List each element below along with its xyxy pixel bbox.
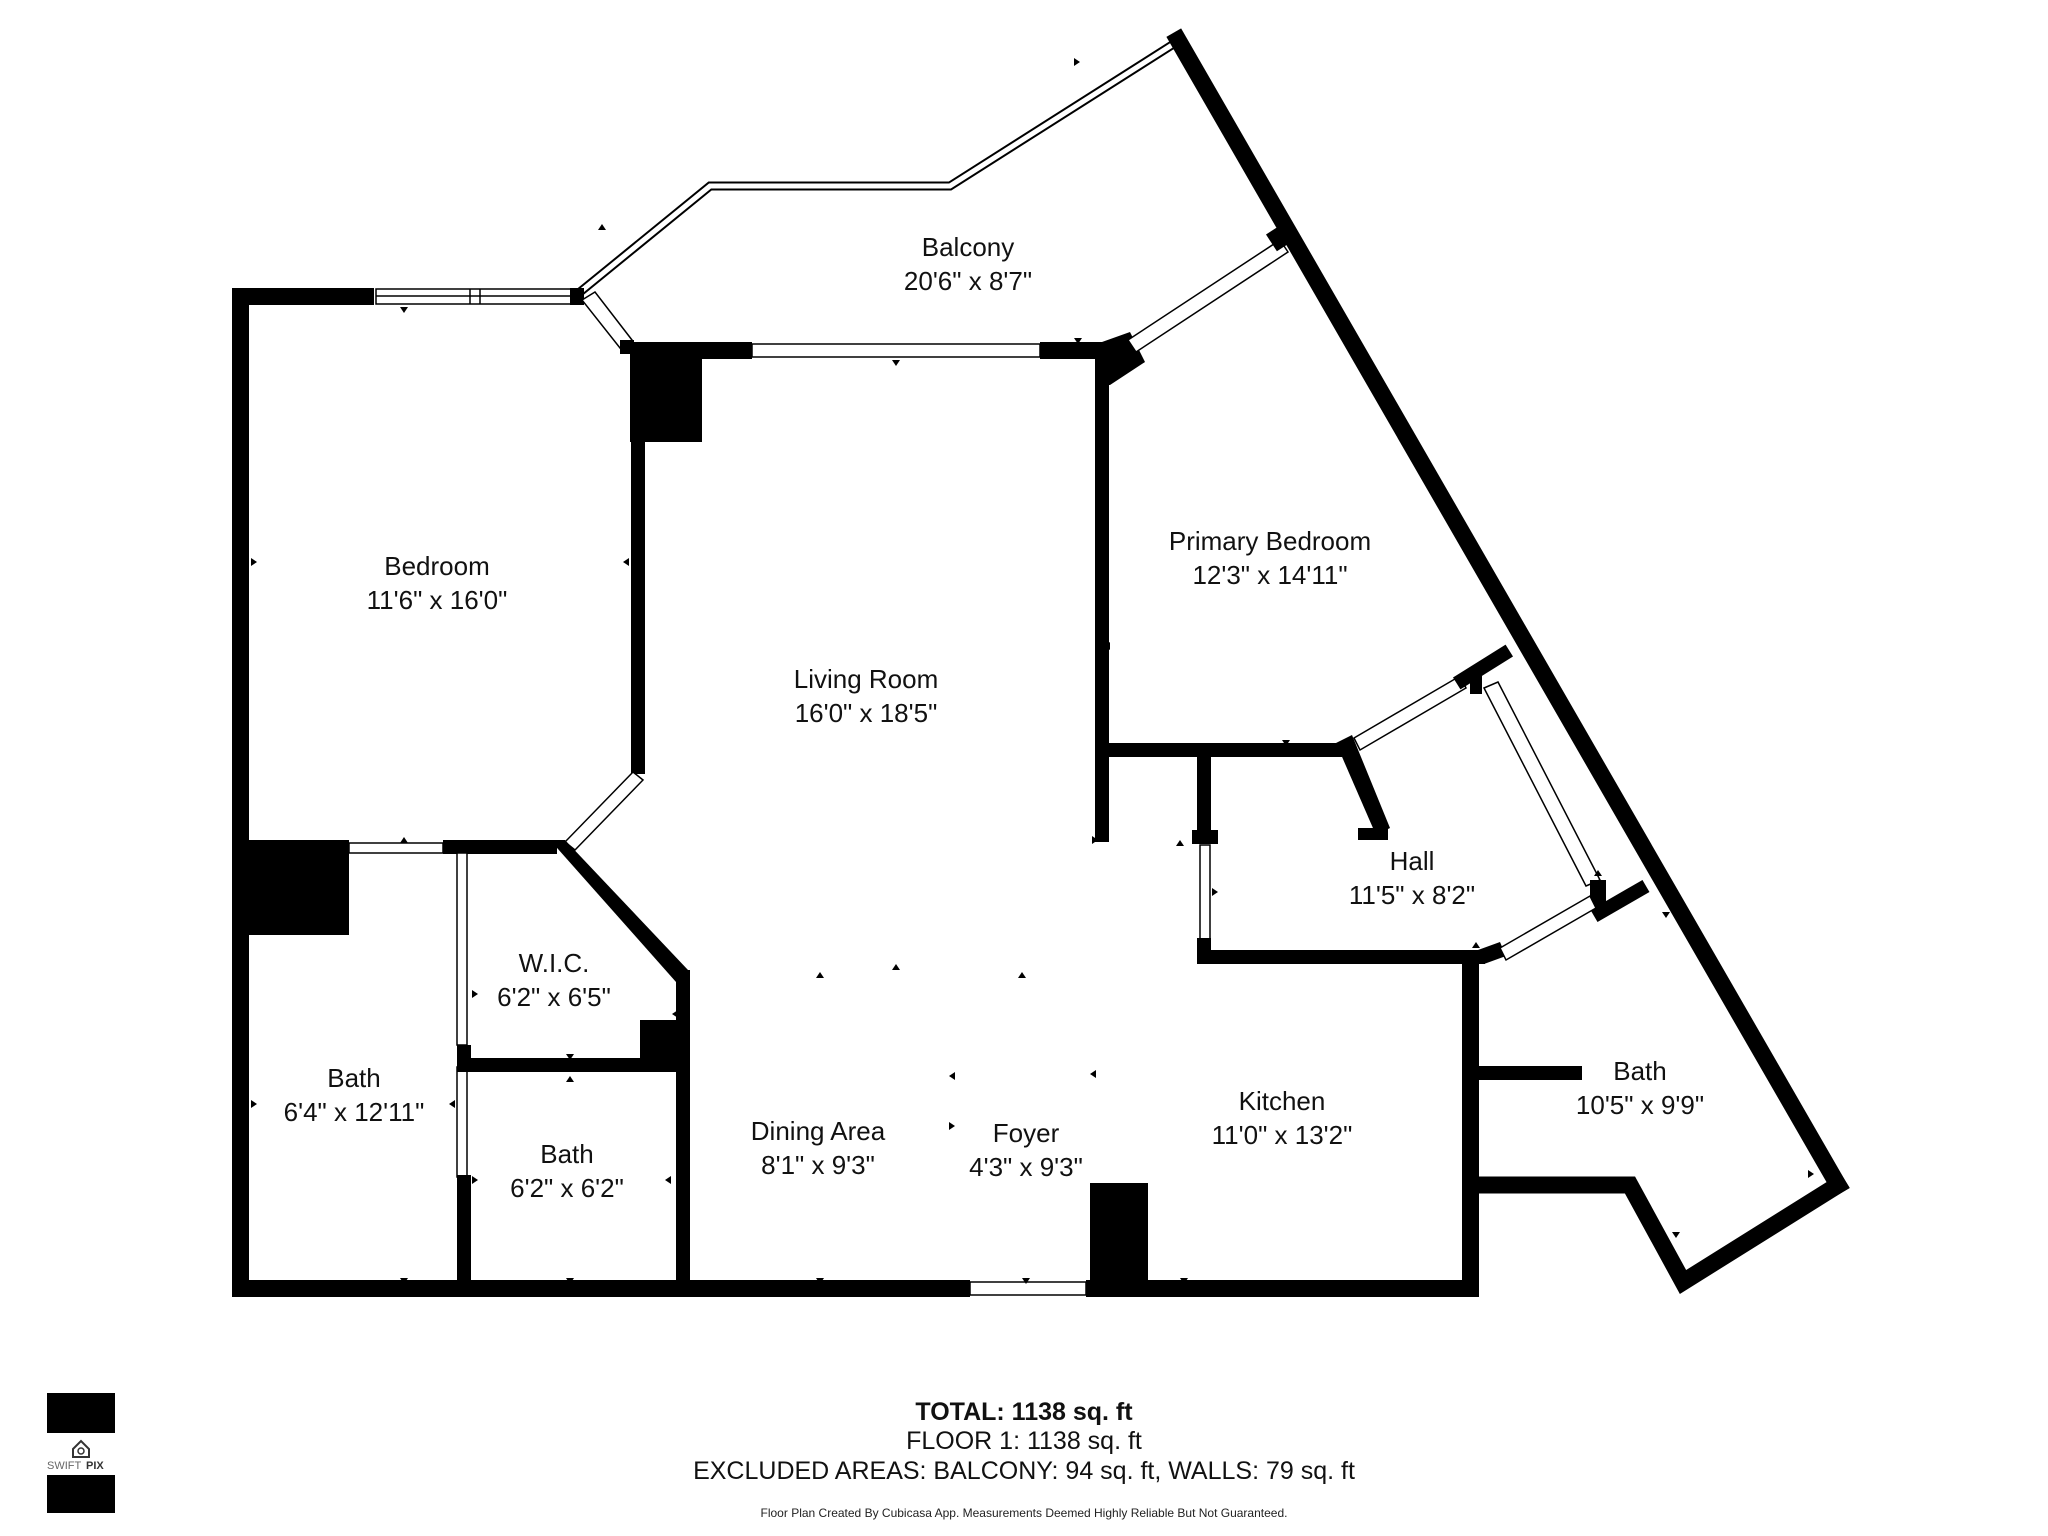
room-wic: W.I.C. 6'2" x 6'5"	[497, 948, 611, 1012]
room-bath-right: Bath 10'5" x 9'9"	[1576, 1056, 1704, 1120]
exterior-walls	[232, 28, 1850, 1297]
room-dining-area: Dining Area 8'1" x 9'3"	[751, 1116, 886, 1180]
room-name: Bedroom	[384, 551, 490, 581]
room-dimensions: 6'4" x 12'11"	[284, 1097, 425, 1127]
room-dimensions: 11'5" x 8'2"	[1349, 880, 1475, 910]
room-dimensions: 11'0" x 13'2"	[1212, 1120, 1353, 1150]
total-area: TOTAL: 1138 sq. ft	[915, 1398, 1133, 1426]
room-dimensions: 16'0" x 18'5"	[795, 698, 938, 728]
room-name: Bath	[540, 1139, 594, 1169]
room-name: Foyer	[993, 1118, 1060, 1148]
room-primary-bedroom: Primary Bedroom 12'3" x 14'11"	[1169, 526, 1371, 590]
room-name: Bath	[327, 1063, 381, 1093]
logo-text-light: SWIFT	[47, 1460, 81, 1472]
room-dimensions: 12'3" x 14'11"	[1192, 560, 1347, 590]
dimension-markers	[251, 58, 1814, 1284]
logo-text-bold: PIX	[86, 1460, 104, 1472]
room-hall: Hall 11'5" x 8'2"	[1349, 846, 1475, 910]
room-bath-left: Bath 6'4" x 12'11"	[284, 1063, 425, 1127]
room-name: Bath	[1613, 1056, 1667, 1086]
room-name: Hall	[1390, 846, 1435, 876]
balcony-railing	[577, 41, 1175, 296]
house-icon	[72, 1439, 90, 1458]
room-living-room: Living Room 16'0" x 18'5"	[794, 664, 939, 728]
room-foyer: Foyer 4'3" x 9'3"	[969, 1118, 1083, 1182]
room-name: Primary Bedroom	[1169, 526, 1371, 556]
room-name: Living Room	[794, 664, 939, 694]
room-dimensions: 20'6" x 8'7"	[904, 266, 1032, 296]
room-dimensions: 6'2" x 6'5"	[497, 982, 611, 1012]
room-kitchen: Kitchen 11'0" x 13'2"	[1212, 1086, 1353, 1150]
room-dimensions: 6'2" x 6'2"	[510, 1173, 624, 1203]
room-name: W.I.C.	[519, 948, 590, 978]
room-dimensions: 8'1" x 9'3"	[761, 1150, 875, 1180]
room-bedroom: Bedroom 11'6" x 16'0"	[367, 551, 508, 615]
room-dimensions: 10'5" x 9'9"	[1576, 1090, 1704, 1120]
room-bath-middle: Bath 6'2" x 6'2"	[510, 1139, 624, 1203]
room-balcony: Balcony 20'6" x 8'7"	[904, 232, 1032, 296]
room-dimensions: 4'3" x 9'3"	[969, 1152, 1083, 1182]
room-dimensions: 11'6" x 16'0"	[367, 585, 508, 615]
room-name: Balcony	[922, 232, 1015, 262]
interior-walls	[232, 224, 1650, 1285]
floor-area: FLOOR 1: 1138 sq. ft	[906, 1427, 1142, 1455]
disclaimer: Floor Plan Created By Cubicasa App. Meas…	[760, 1506, 1288, 1520]
swiftpix-logo: SWIFT PIX	[47, 1393, 115, 1513]
room-name: Dining Area	[751, 1116, 886, 1146]
excluded-areas: EXCLUDED AREAS: BALCONY: 94 sq. ft, WALL…	[693, 1457, 1355, 1485]
room-name: Kitchen	[1239, 1086, 1326, 1116]
